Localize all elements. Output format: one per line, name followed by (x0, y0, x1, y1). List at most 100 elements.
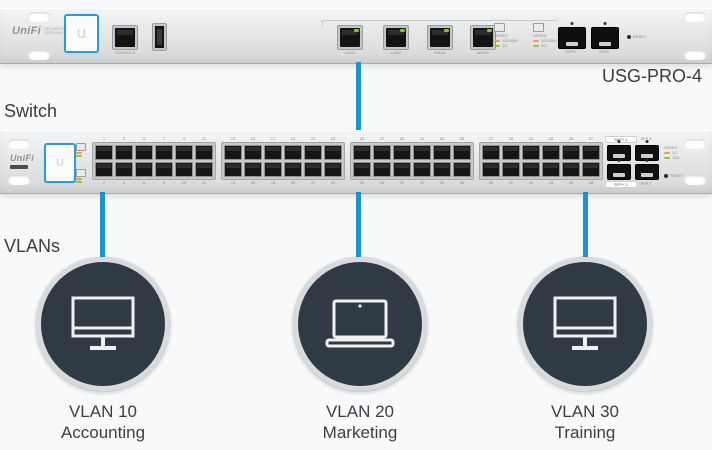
switch-rj45-port (413, 162, 431, 177)
switch-rj45-port (433, 145, 451, 160)
vlan20-node (293, 257, 427, 391)
port-column (304, 145, 322, 177)
switch-rj45-port (244, 162, 262, 177)
port-group-bracket (322, 20, 557, 26)
port-column (115, 145, 133, 177)
port-column (522, 145, 540, 177)
green-led-swatch (76, 155, 82, 157)
switch-rj45-port (115, 145, 133, 160)
switch-rj45-port (582, 145, 600, 160)
sfp2-cage (591, 27, 619, 49)
port-number: 2 (102, 180, 106, 185)
led-legend (76, 169, 86, 183)
port-number: 18 (270, 180, 276, 185)
legend-row-label: 1G (541, 43, 547, 48)
switch-rj45-port (155, 145, 173, 160)
port-number: 44 (548, 180, 554, 185)
switch-rj45-port (95, 145, 113, 160)
port-column (542, 145, 560, 177)
switch-rj45-port (304, 162, 322, 177)
port-column (195, 145, 213, 177)
link-led (400, 29, 405, 32)
reset-button: RESET (627, 34, 646, 39)
port-number: 26 (359, 180, 365, 185)
port-number: 9 (182, 136, 186, 141)
legend-row-label: 1G (672, 150, 678, 155)
port-number: 27 (379, 136, 385, 141)
port-number: 14 (230, 180, 236, 185)
port-number: 35 (459, 136, 465, 141)
rack-hole (8, 175, 30, 185)
switch-rj45-port (284, 145, 302, 160)
router-brand-sub: SECURITY GATEWAY (44, 26, 65, 35)
port-number: 5 (142, 136, 146, 141)
port-number: 31 (419, 136, 425, 141)
legend-title: SPEED (664, 145, 678, 150)
port-panel (350, 142, 474, 180)
port-number: 17 (270, 136, 276, 141)
console-port-label: CONSOLE (114, 50, 136, 55)
reset-button: RESET (664, 173, 683, 178)
port-number: 20 (290, 180, 296, 185)
amber-led-swatch (664, 152, 670, 154)
port-column (373, 145, 391, 177)
port-number: 1 (102, 136, 106, 141)
amber-led-swatch (533, 40, 539, 42)
unifi-u-icon: U (76, 26, 87, 41)
port-number: 24 (330, 180, 336, 185)
switch-rj45-port (562, 162, 580, 177)
vlan-subtitle: Training (554, 423, 616, 442)
amber-led-swatch (76, 178, 82, 180)
unifi-touch-button: U (44, 143, 76, 183)
switch-rj45-port (95, 162, 113, 177)
port-column (244, 145, 262, 177)
vlans-section-label: VLANs (4, 236, 61, 256)
link-icon (76, 143, 86, 151)
port-number: 37 (488, 136, 494, 141)
sfp-plus1-label: SFP+ 1 (605, 136, 637, 143)
vlan30-label: VLAN 30 Training (505, 401, 665, 443)
port-panel (479, 142, 603, 180)
laptop-icon (325, 299, 395, 348)
port-number: 3 (122, 136, 126, 141)
switch-section-label: Switch (4, 101, 58, 121)
green-led-swatch (494, 45, 500, 47)
amber-led-swatch (494, 40, 500, 42)
vlan20-label: VLAN 20 Marketing (280, 401, 440, 443)
switch-rj45-port (502, 145, 520, 160)
switch-rj45-port (453, 162, 471, 177)
port-column (502, 145, 520, 177)
switch-rj45-port (115, 162, 133, 177)
switch-rj45-port (453, 145, 471, 160)
switch-rj45-port (413, 145, 431, 160)
port-label: LAN1 (344, 50, 356, 55)
sfp2-cage (635, 164, 659, 180)
green-led-swatch (76, 181, 82, 183)
switch-rj45-port (522, 145, 540, 160)
legend-row-label: 1G (502, 43, 508, 48)
port-panel (221, 142, 345, 180)
unifi-touch-button: U (64, 14, 99, 53)
switch-rj45-port (562, 145, 580, 160)
rack-hole (684, 139, 706, 149)
port-number: 36 (459, 180, 465, 185)
rack-hole (28, 12, 50, 22)
vlan10-node (36, 257, 170, 391)
legend-row-label: 10/100M (541, 38, 557, 43)
switch-rj45-port (542, 145, 560, 160)
switch-rj45-port (353, 145, 371, 160)
switch-rj45-port (393, 162, 411, 177)
switch-rj45-port (264, 145, 282, 160)
switch-rj45-port (264, 162, 282, 177)
green-led-swatch (533, 45, 539, 47)
port-column (95, 145, 113, 177)
router-device: UniFi SECURITY GATEWAY PRO U CONSOLE LAN… (0, 8, 712, 64)
port-column (433, 145, 451, 177)
console-port: CONSOLE (112, 25, 138, 55)
